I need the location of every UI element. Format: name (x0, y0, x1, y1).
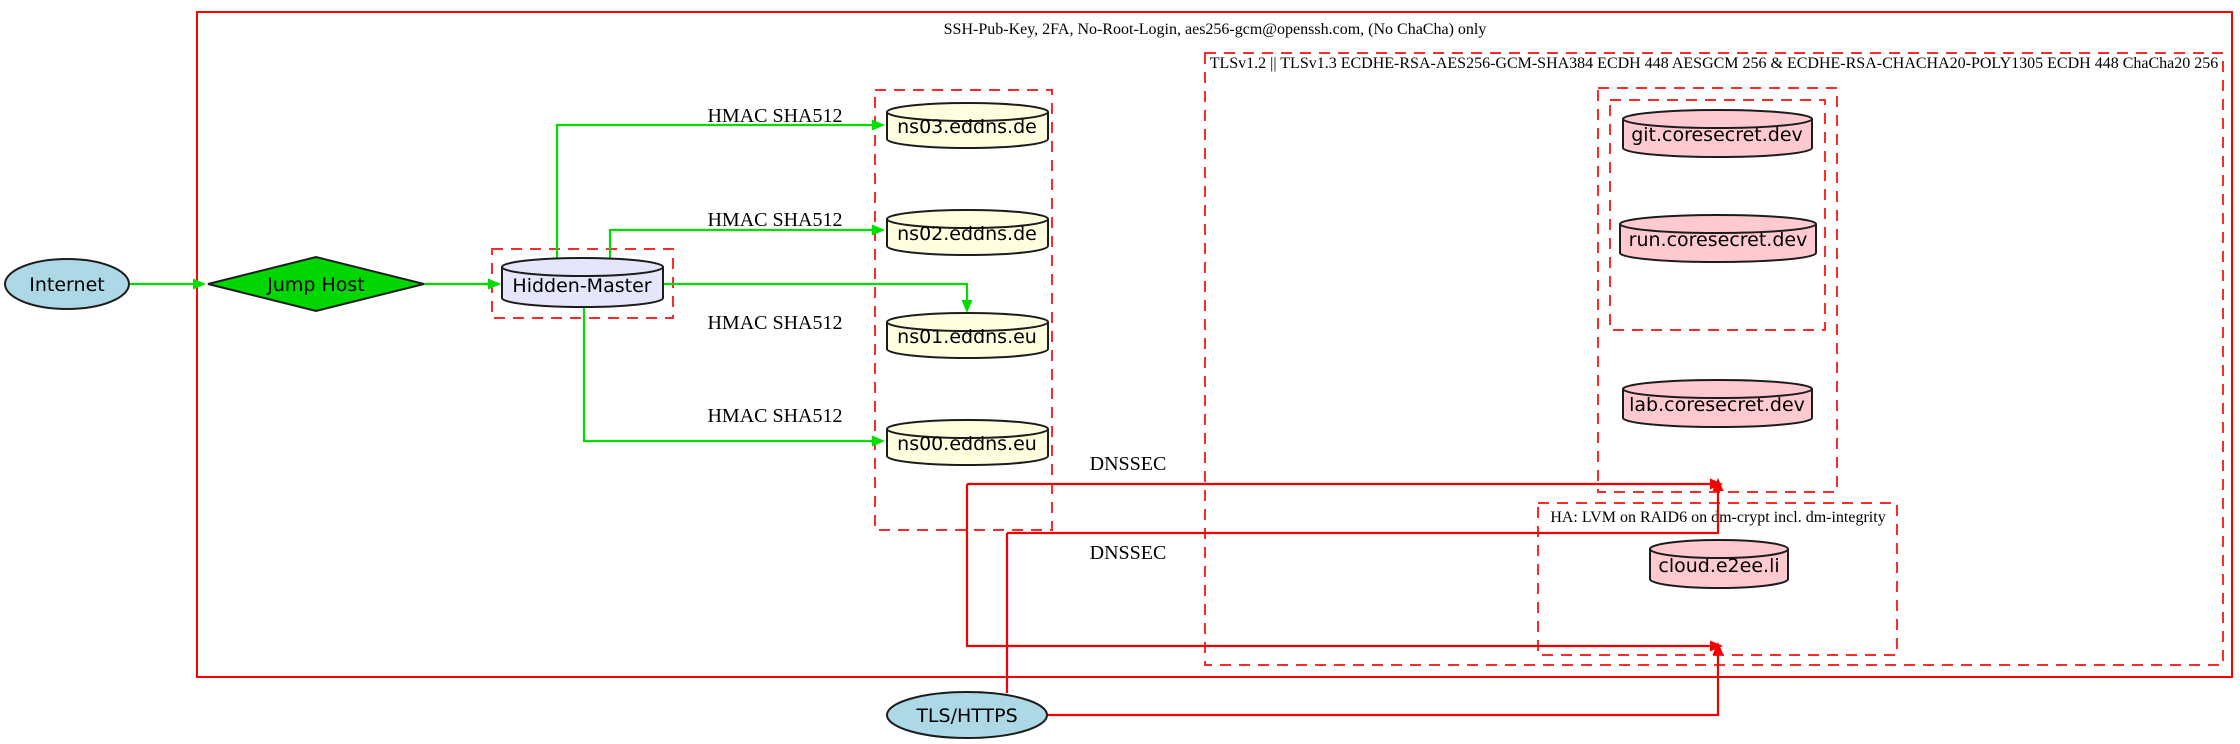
coresecret-inner-cluster-border (1609, 99, 1826, 331)
hmac-label-ns00: HMAC SHA512 (707, 405, 842, 427)
edge-tlshttps-to-cloud (1047, 642, 1724, 717)
edge-jumphost-hiddenmaster (424, 278, 501, 290)
lab-node: lab.coresecret.dev (1622, 379, 1813, 428)
jump-host-node-label: Jump Host (266, 274, 365, 296)
ns01-node-label: ns01.eddns.eu (897, 326, 1037, 348)
tls-https-node: TLS/HTTPS (886, 691, 1048, 739)
arrowhead (872, 224, 885, 236)
hidden-master-node-label: Hidden-Master (512, 275, 651, 297)
internet-node: Internet (4, 258, 130, 310)
edge-hiddenmaster-ns02 (608, 224, 885, 258)
ssh-cluster-border (196, 11, 2233, 678)
arrowhead (488, 278, 501, 290)
edge-tlshttps-to-coresecret (1005, 478, 1724, 693)
ns01-node: ns01.eddns.eu (886, 312, 1049, 359)
hmac-label-ns02: HMAC SHA512 (707, 209, 842, 231)
tls-cluster-border (1204, 52, 2224, 666)
internet-node-label: Internet (29, 274, 104, 296)
arrowhead (872, 435, 885, 447)
hmac-label-ns01: HMAC SHA512 (707, 312, 842, 334)
hmac-label-ns03: HMAC SHA512 (707, 105, 842, 127)
edge-hiddenmaster-ns03 (555, 119, 885, 258)
arrowhead (1712, 642, 1724, 655)
edge-hiddenmaster-ns01 (663, 282, 973, 313)
ns03-node-label: ns03.eddns.de (897, 116, 1037, 138)
arrowhead (961, 300, 973, 313)
dnssec-label-1: DNSSEC (1090, 453, 1167, 475)
git-node-label: git.coresecret.dev (1631, 124, 1803, 146)
ns02-node-label: ns02.eddns.de (897, 223, 1037, 245)
ns02-node: ns02.eddns.de (886, 209, 1049, 256)
cloud-node: cloud.e2ee.li (1649, 539, 1789, 589)
jump-host-node: Jump Host (207, 255, 425, 313)
ns00-node: ns00.eddns.eu (886, 419, 1049, 466)
tls-cluster-label: TLSv1.2 || TLSv1.3 ECDHE-RSA-AES256-GCM-… (1210, 55, 2219, 72)
dnssec-label-2: DNSSEC (1090, 542, 1167, 564)
run-node-label: run.coresecret.dev (1629, 229, 1808, 251)
lab-node-label: lab.coresecret.dev (1629, 394, 1805, 416)
ssh-cluster-label: SSH-Pub-Key, 2FA, No-Root-Login, aes256-… (944, 21, 1487, 38)
edge-ns-to-coresecret (967, 478, 1723, 490)
edge-hiddenmaster-ns00 (582, 307, 885, 447)
git-node: git.coresecret.dev (1622, 109, 1813, 158)
cloud-node-label: cloud.e2ee.li (1658, 555, 1779, 577)
edge-internet-jumphost (130, 278, 206, 290)
ns03-node: ns03.eddns.de (886, 102, 1049, 149)
run-node: run.coresecret.dev (1619, 214, 1817, 263)
arrowhead (193, 278, 206, 290)
tls-https-node-label: TLS/HTTPS (915, 705, 1017, 727)
arrowhead (872, 119, 885, 131)
ns00-node-label: ns00.eddns.eu (897, 433, 1037, 455)
nameserver-cluster-border (874, 89, 1053, 531)
hidden-master-node: Hidden-Master (501, 257, 664, 308)
arrowhead (1712, 478, 1724, 491)
